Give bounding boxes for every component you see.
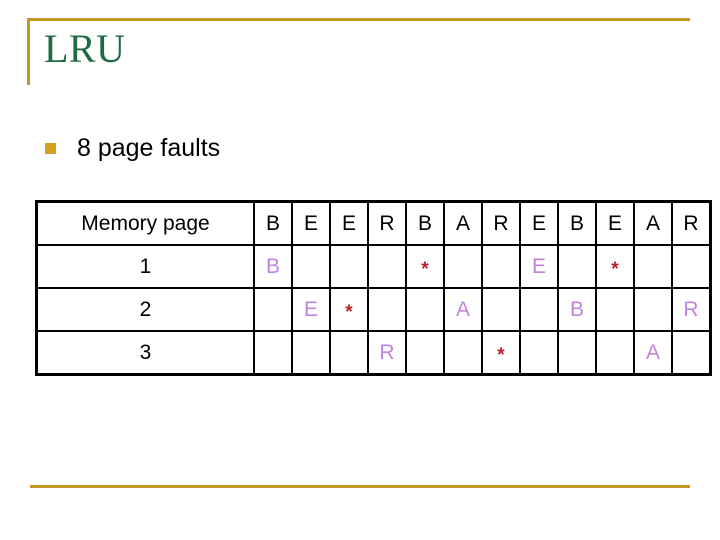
slide-accent-top-rule (27, 18, 690, 21)
reference-col-12: R (671, 200, 712, 246)
frame-2-slot-11 (633, 287, 673, 332)
reference-col-3: E (329, 200, 369, 246)
frame-2-slot-2: E (291, 287, 331, 332)
page-hit-marker: * (611, 258, 619, 280)
page-hit-marker: * (497, 344, 505, 366)
table-row: 3 R * A (35, 330, 712, 376)
frame-2-slot-6: A (443, 287, 483, 332)
page-letter: E (303, 297, 318, 321)
page-title: LRU (44, 26, 126, 71)
frame-2-slot-12: R (671, 287, 712, 332)
frame-3-slot-4: R (367, 330, 407, 376)
page-letter: A (455, 297, 470, 321)
page-hit-marker: * (421, 258, 429, 280)
frame-1-slot-1: B (253, 244, 293, 289)
page-letter: A (645, 340, 660, 364)
table-row: 2 E * A B R (35, 287, 712, 332)
frame-2-slot-4 (367, 287, 407, 332)
slide-accent-left-rule (27, 18, 30, 85)
page-letter: B (265, 254, 280, 278)
frame-1-slot-12 (671, 244, 712, 289)
reference-col-6: A (443, 200, 483, 246)
frame-1-slot-6 (443, 244, 483, 289)
frame-3-slot-5 (405, 330, 445, 376)
reference-col-10: E (595, 200, 635, 246)
page-letter: E (531, 254, 546, 278)
reference-col-9: B (557, 200, 597, 246)
frame-2-slot-5 (405, 287, 445, 332)
frame-1-slot-2 (291, 244, 331, 289)
frame-3-slot-12 (671, 330, 712, 376)
frame-row-label-1: 1 (35, 244, 255, 289)
frame-3-slot-3 (329, 330, 369, 376)
page-letter: R (379, 340, 395, 364)
reference-col-8: E (519, 200, 559, 246)
frame-row-label-3: 3 (35, 330, 255, 376)
square-bullet-icon (45, 142, 56, 154)
frame-3-slot-10 (595, 330, 635, 376)
frame-3-slot-8 (519, 330, 559, 376)
reference-col-2: E (291, 200, 331, 246)
frame-1-slot-7 (481, 244, 521, 289)
memory-page-table: Memory page B E E R B A R E B E A R 1 B … (35, 200, 712, 376)
frame-3-slot-6 (443, 330, 483, 376)
frame-3-slot-2 (291, 330, 331, 376)
frame-1-slot-10: * (595, 244, 635, 289)
table-header-row: Memory page B E E R B A R E B E A R (35, 200, 712, 246)
page-hit-marker: * (345, 301, 353, 323)
frame-2-slot-3: * (329, 287, 369, 332)
frame-2-slot-9: B (557, 287, 597, 332)
reference-col-1: B (253, 200, 293, 246)
frame-2-slot-10 (595, 287, 635, 332)
reference-col-4: R (367, 200, 407, 246)
frame-1-slot-11 (633, 244, 673, 289)
frame-3-slot-9 (557, 330, 597, 376)
page-letter: R (683, 297, 699, 321)
frame-2-slot-8 (519, 287, 559, 332)
reference-col-11: A (633, 200, 673, 246)
frame-2-slot-1 (253, 287, 293, 332)
frame-1-slot-4 (367, 244, 407, 289)
bullet-list-item: 8 page faults (45, 133, 220, 163)
frame-1-slot-3 (329, 244, 369, 289)
frame-row-label-2: 2 (35, 287, 255, 332)
frame-1-slot-9 (557, 244, 597, 289)
frame-1-slot-5: * (405, 244, 445, 289)
slide-accent-bottom-rule (30, 485, 690, 488)
frame-3-slot-7: * (481, 330, 521, 376)
page-letter: B (569, 297, 584, 321)
reference-col-5: B (405, 200, 445, 246)
bullet-item-label: 8 page faults (77, 134, 221, 162)
frame-2-slot-7 (481, 287, 521, 332)
frame-1-slot-8: E (519, 244, 559, 289)
frame-3-slot-11: A (633, 330, 673, 376)
table-header-memory-page: Memory page (35, 200, 255, 246)
table-row: 1 B * E * (35, 244, 712, 289)
reference-col-7: R (481, 200, 521, 246)
frame-3-slot-1 (253, 330, 293, 376)
